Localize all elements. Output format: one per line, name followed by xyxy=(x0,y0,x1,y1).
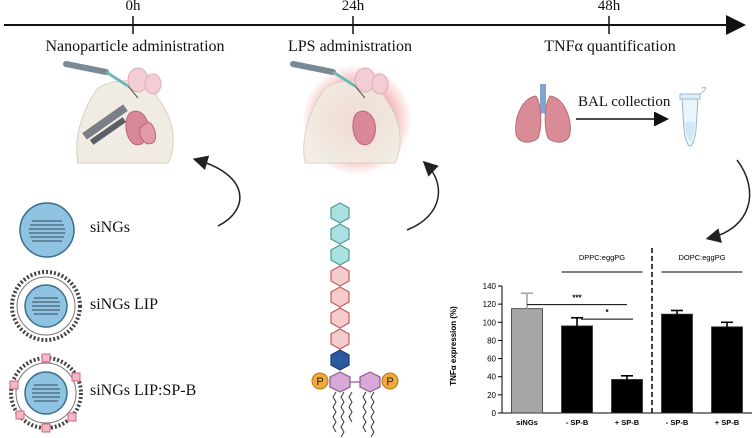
phosphate-label: P xyxy=(316,376,323,388)
phosphate-label: P xyxy=(386,376,393,388)
syringe-icon xyxy=(63,61,109,75)
curved-arrow-3 xyxy=(705,159,751,243)
peptide-residue-teal xyxy=(330,202,350,224)
bal-arrow xyxy=(576,112,669,126)
chart-group-label: DPPC:eggPG xyxy=(579,253,625,262)
peptide-residue-pink xyxy=(330,307,350,329)
mouse-instillation-illustration xyxy=(63,61,174,164)
sings-lip-spb-particle-icon xyxy=(9,353,83,433)
eppendorf-tube-icon xyxy=(679,87,707,147)
sings-lip-particle-icon xyxy=(10,270,82,342)
phosphate-icon xyxy=(311,372,329,390)
peptide-residue-blue xyxy=(330,349,350,371)
mouse-lps-illustration xyxy=(290,61,412,175)
chart-y-tick-label: 100 xyxy=(483,318,497,327)
peptide-residue-teal xyxy=(330,244,350,266)
chart-bar xyxy=(611,379,643,414)
timeline-time-0h: 0h xyxy=(125,0,141,14)
chart-y-tick-label: 20 xyxy=(487,391,496,400)
chart-x-tick-label: - SP-B xyxy=(666,418,689,427)
timeline-time-24h: 24h xyxy=(341,0,365,14)
chart-x-tick-label: siNGs xyxy=(516,418,538,427)
tnf-bar-chart: TNFα expression (%) 0 20 40 60 80 100 120 140 si… xyxy=(449,248,752,427)
chart-y-tick-label: 80 xyxy=(487,336,496,345)
peptide-residue-pink xyxy=(330,286,350,308)
chart-y-axis-label: TNFα expression (%) xyxy=(449,306,458,386)
peptide-residue-pink xyxy=(330,265,350,287)
peptide-residue-teal xyxy=(330,223,350,245)
lipid-headgroup xyxy=(329,371,351,393)
chart-x-tick-label: + SP-B xyxy=(715,418,740,427)
legend-label-sings-lip: siNGs LIP xyxy=(90,296,159,313)
chart-x-tick-label: - SP-B xyxy=(566,418,589,427)
sings-particle-icon xyxy=(19,202,75,258)
lungs-icon xyxy=(515,84,571,143)
chart-y-tick-label: 60 xyxy=(487,355,496,364)
laryngoscope-icon xyxy=(82,104,128,140)
lipid-headgroup xyxy=(359,371,381,393)
legend-label-sings: siNGs xyxy=(90,219,131,236)
peptide-residue-pink xyxy=(330,328,350,350)
chart-bar xyxy=(561,325,593,414)
curved-arrow-2 xyxy=(406,160,440,231)
chart-bar xyxy=(511,308,543,414)
chart-y-tick-label: 40 xyxy=(487,373,496,382)
bal-collection-label: BAL collection xyxy=(578,94,671,110)
step-label-tnf: TNFα quantification xyxy=(544,38,676,55)
chart-y-tick-label: 140 xyxy=(483,282,497,291)
chart-x-tick-label: + SP-B xyxy=(615,418,640,427)
timeline xyxy=(4,15,746,35)
step-label-nanoparticle: Nanoparticle administration xyxy=(45,38,225,55)
lipid-tails xyxy=(332,391,375,438)
chart-bar xyxy=(661,313,693,414)
chart-significance-label: * xyxy=(605,308,609,317)
chart-group-label: DOPC:eggPG xyxy=(678,253,725,262)
chart-y-tick-label: 120 xyxy=(483,300,497,309)
chart-significance-label: *** xyxy=(572,294,582,303)
syringe-icon xyxy=(290,61,336,75)
timeline-time-48h: 48h xyxy=(597,0,621,14)
legend-label-sings-lip-spb: siNGs LIP:SP-B xyxy=(90,382,197,399)
curved-arrow-1 xyxy=(192,155,241,227)
phosphate-icon xyxy=(381,372,399,390)
step-label-lps: LPS administration xyxy=(288,38,412,55)
spb-peptide-schematic: P P xyxy=(311,202,399,438)
chart-bar xyxy=(711,326,743,414)
chart-y-tick-label: 0 xyxy=(492,409,497,418)
